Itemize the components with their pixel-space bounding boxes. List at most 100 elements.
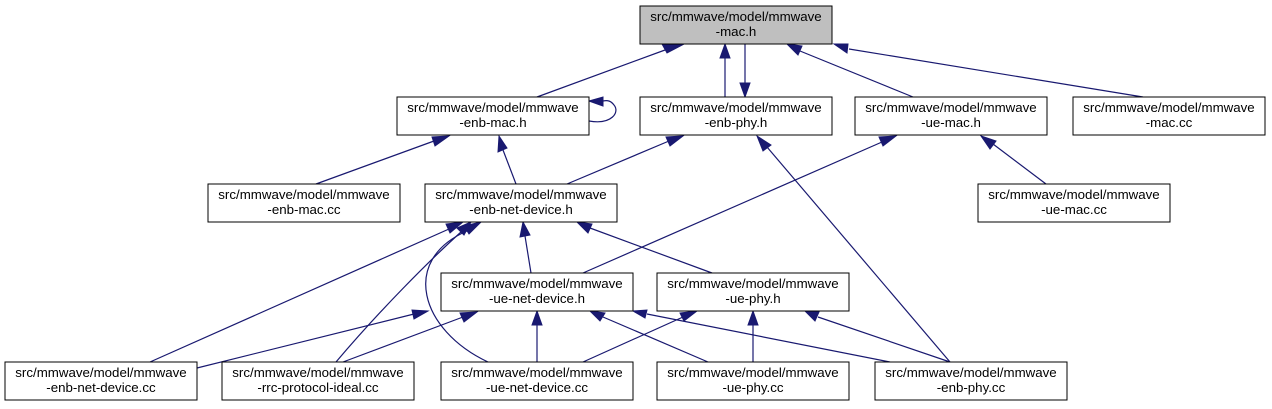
node-label-path: src/mmwave/model/mmwave bbox=[232, 365, 403, 380]
arrowhead-icon bbox=[979, 135, 997, 150]
node-box[interactable] bbox=[4, 361, 198, 401]
node-label-path: src/mmwave/model/mmwave bbox=[667, 365, 838, 380]
edge-mmwave-enb-phy-cc-to-mmwave-ue-net-device-h bbox=[631, 309, 891, 363]
node-label-file: -ue-phy.h bbox=[725, 291, 780, 306]
arrowhead-icon bbox=[463, 221, 483, 235]
node-mmwave-rrc-protocol-ideal-cc[interactable]: src/mmwave/model/mmwave-rrc-protocol-ide… bbox=[221, 361, 415, 401]
node-label-path: src/mmwave/model/mmwave bbox=[15, 365, 186, 380]
nodes-layer: src/mmwave/model/mmwave-mac.hsrc/mmwave/… bbox=[4, 5, 1266, 401]
arrowhead-icon bbox=[785, 43, 803, 56]
node-box[interactable] bbox=[977, 183, 1171, 223]
edges-layer bbox=[149, 42, 1144, 369]
edge-line bbox=[992, 143, 1047, 185]
edge-mmwave-ue-phy-h-to-mmwave-enb-net-device-h bbox=[575, 221, 713, 274]
node-label-file: -ue-net-device.h bbox=[489, 291, 585, 306]
node-label-file: -ue-mac.h bbox=[921, 115, 981, 130]
edge-line bbox=[766, 146, 951, 363]
arrowhead-icon bbox=[832, 43, 849, 54]
node-box[interactable] bbox=[656, 272, 850, 312]
edge-line bbox=[566, 140, 670, 185]
node-mmwave-enb-net-device-cc[interactable]: src/mmwave/model/mmwave-enb-net-device.c… bbox=[4, 361, 198, 401]
arrowhead-icon bbox=[747, 309, 759, 326]
arrowhead-icon bbox=[531, 309, 543, 326]
node-box[interactable] bbox=[440, 272, 634, 312]
node-mmwave-ue-phy-cc[interactable]: src/mmwave/model/mmwave-ue-phy.cc bbox=[656, 361, 850, 401]
arrowhead-icon bbox=[755, 134, 772, 152]
node-label-path: src/mmwave/model/mmwave bbox=[885, 365, 1056, 380]
node-mmwave-enb-phy-h[interactable]: src/mmwave/model/mmwave-enb-phy.h bbox=[639, 96, 833, 136]
edge-line bbox=[646, 313, 891, 363]
node-box[interactable] bbox=[221, 361, 415, 401]
node-mmwave-mac-h[interactable]: src/mmwave/model/mmwave-mac.h bbox=[639, 5, 833, 45]
node-label-file: -enb-phy.cc bbox=[937, 380, 1006, 395]
edge-line bbox=[602, 316, 709, 363]
node-box[interactable] bbox=[1072, 96, 1266, 136]
node-mmwave-ue-mac-h[interactable]: src/mmwave/model/mmwave-ue-mac.h bbox=[854, 96, 1048, 136]
node-mmwave-mac-cc[interactable]: src/mmwave/model/mmwave-mac.cc bbox=[1072, 96, 1266, 136]
edge-line bbox=[502, 149, 517, 185]
arrowhead-icon bbox=[803, 310, 820, 322]
edge-mmwave-enb-mac-h-to-mmwave-enb-mac-h bbox=[587, 96, 617, 123]
node-label-file: -mac.cc bbox=[1146, 115, 1193, 130]
edge-mmwave-rrc-protocol-ideal-cc-to-mmwave-ue-net-device-h bbox=[342, 311, 479, 363]
edge-mmwave-mac-h-to-mmwave-enb-phy-h bbox=[739, 44, 751, 99]
node-box[interactable] bbox=[424, 183, 618, 223]
node-mmwave-ue-net-device-cc[interactable]: src/mmwave/model/mmwave-ue-net-device.cc bbox=[440, 361, 634, 401]
arrowhead-icon bbox=[519, 220, 531, 238]
edge-mmwave-enb-net-device-h-to-mmwave-enb-phy-h bbox=[566, 135, 685, 185]
node-label-path: src/mmwave/model/mmwave bbox=[865, 100, 1036, 115]
arrowhead-icon bbox=[878, 135, 898, 147]
node-label-file: -enb-net-device.h bbox=[469, 202, 572, 217]
node-label-path: src/mmwave/model/mmwave bbox=[650, 100, 821, 115]
node-mmwave-enb-mac-h[interactable]: src/mmwave/model/mmwave-enb-mac.h bbox=[396, 96, 590, 136]
node-box[interactable] bbox=[440, 361, 634, 401]
arrowhead-icon bbox=[661, 43, 685, 54]
arrowhead-icon bbox=[665, 135, 685, 147]
edge-mmwave-ue-net-device-h-to-mmwave-enb-net-device-h bbox=[519, 220, 532, 274]
node-mmwave-enb-net-device-h[interactable]: src/mmwave/model/mmwave-enb-net-device.h bbox=[424, 183, 618, 223]
node-label-file: -ue-net-device.cc bbox=[486, 380, 588, 395]
node-box[interactable] bbox=[207, 183, 401, 223]
edge-line bbox=[425, 230, 489, 363]
arrowhead-icon bbox=[588, 310, 606, 322]
node-label-file: -ue-mac.cc bbox=[1041, 202, 1107, 217]
node-label-path: src/mmwave/model/mmwave bbox=[650, 9, 821, 24]
edge-mmwave-enb-phy-cc-to-mmwave-ue-phy-h bbox=[803, 310, 951, 363]
node-mmwave-enb-phy-cc[interactable]: src/mmwave/model/mmwave-enb-phy.cc bbox=[874, 361, 1068, 401]
node-mmwave-enb-mac-cc[interactable]: src/mmwave/model/mmwave-enb-mac.cc bbox=[207, 183, 401, 223]
arrowhead-icon bbox=[431, 135, 451, 147]
node-label-file: -ue-phy.cc bbox=[722, 380, 783, 395]
edge-mmwave-ue-phy-cc-to-mmwave-ue-phy-h bbox=[747, 309, 759, 362]
edge-line bbox=[149, 228, 450, 363]
node-box[interactable] bbox=[874, 361, 1068, 401]
edge-line bbox=[582, 141, 883, 274]
edge-mmwave-ue-mac-h-to-mmwave-mac-h bbox=[785, 43, 914, 98]
edge-mmwave-enb-net-device-cc-to-mmwave-enb-net-device-h bbox=[149, 221, 465, 363]
node-label-path: src/mmwave/model/mmwave bbox=[435, 187, 606, 202]
node-box[interactable] bbox=[396, 96, 590, 136]
edge-line bbox=[817, 316, 951, 363]
edge-mmwave-ue-net-device-cc-to-mmwave-ue-phy-h bbox=[582, 310, 699, 363]
edge-line bbox=[342, 316, 464, 363]
node-label-file: -enb-net-device.cc bbox=[46, 380, 156, 395]
node-mmwave-ue-phy-h[interactable]: src/mmwave/model/mmwave-ue-phy.h bbox=[656, 272, 850, 312]
node-box[interactable] bbox=[639, 96, 833, 136]
edge-mmwave-ue-mac-cc-to-mmwave-ue-mac-h bbox=[979, 135, 1047, 185]
node-label-file: -enb-mac.cc bbox=[267, 202, 341, 217]
edge-mmwave-enb-net-device-cc-to-mmwave-ue-net-device-h bbox=[196, 309, 430, 369]
node-box[interactable] bbox=[656, 361, 850, 401]
node-label-path: src/mmwave/model/mmwave bbox=[451, 276, 622, 291]
edge-mmwave-ue-net-device-cc-to-mmwave-ue-net-device-h bbox=[531, 309, 543, 362]
node-mmwave-ue-mac-cc[interactable]: src/mmwave/model/mmwave-ue-mac.cc bbox=[977, 183, 1171, 223]
node-label-file: -rrc-protocol-ideal.cc bbox=[257, 380, 379, 395]
edge-line bbox=[315, 140, 435, 185]
node-mmwave-ue-net-device-h[interactable]: src/mmwave/model/mmwave-ue-net-device.h bbox=[440, 272, 634, 312]
arrowhead-icon bbox=[631, 309, 648, 319]
node-label-file: -enb-mac.h bbox=[459, 115, 526, 130]
node-box[interactable] bbox=[854, 96, 1048, 136]
edge-line bbox=[536, 49, 666, 98]
edge-line bbox=[335, 231, 462, 363]
edge-line bbox=[582, 316, 684, 363]
arrowhead-icon bbox=[445, 221, 465, 234]
node-box[interactable] bbox=[639, 5, 833, 45]
